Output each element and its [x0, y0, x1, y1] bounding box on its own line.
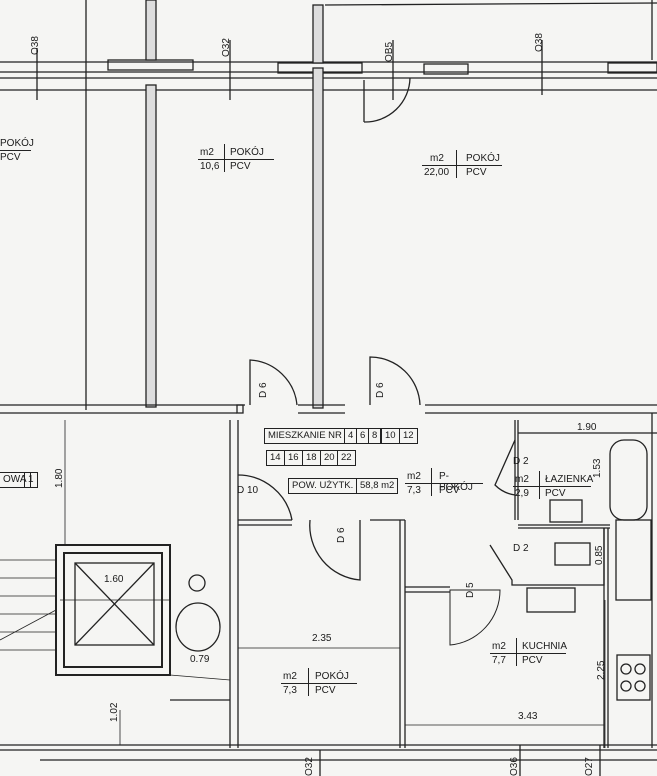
apartment-number: 10: [381, 428, 400, 444]
dimension-label: 1.60: [104, 574, 124, 585]
top-exterior-wall: [0, 59, 657, 91]
door-label: D 6: [336, 527, 347, 543]
dimension-label: 1.80: [54, 468, 65, 488]
dimension-label: 3.43: [518, 711, 538, 722]
dimension-label: 0.79: [190, 654, 210, 665]
window-label: O32: [221, 38, 232, 57]
dimension-label: 1.53: [592, 458, 603, 478]
usable-area-label: POW. UŻYTK.: [288, 478, 358, 494]
window-label: O38: [30, 36, 41, 55]
dimension-label: 2.35: [312, 633, 332, 644]
dimension-label: 0.85: [594, 545, 605, 565]
door-label: D 6: [375, 382, 386, 398]
usable-area-value: 58,8 m2: [356, 478, 399, 494]
apartment-number: 16: [284, 450, 303, 466]
apartment-number: 8: [368, 428, 382, 444]
dimension-label: 1.90: [577, 422, 597, 433]
dimension-label: 1.02: [109, 702, 120, 722]
apartment-number: 20: [320, 450, 339, 466]
dimension-label: 2.25: [596, 660, 607, 680]
apartment-number: 14: [266, 450, 285, 466]
apartment-number-label: MIESZKANIE NR: [264, 428, 346, 444]
door-label: D 5: [465, 582, 476, 598]
door-label: D 6: [258, 382, 269, 398]
stair-label: OWA: [0, 472, 31, 488]
apartment-number: 18: [302, 450, 321, 466]
window-label: O27: [584, 757, 595, 776]
door-label: D 2: [513, 543, 529, 554]
apartment-number: 22: [337, 450, 356, 466]
stair-number: 1: [24, 472, 38, 488]
apartment-number: 12: [399, 428, 418, 444]
window-label: O36: [509, 757, 520, 776]
window-label: OB5: [384, 41, 395, 62]
door-label: D 10: [237, 485, 259, 496]
wall: [145, 0, 157, 61]
window-label: O32: [304, 757, 315, 776]
window-label: O38: [534, 33, 545, 52]
door-label: D 2: [513, 456, 529, 467]
